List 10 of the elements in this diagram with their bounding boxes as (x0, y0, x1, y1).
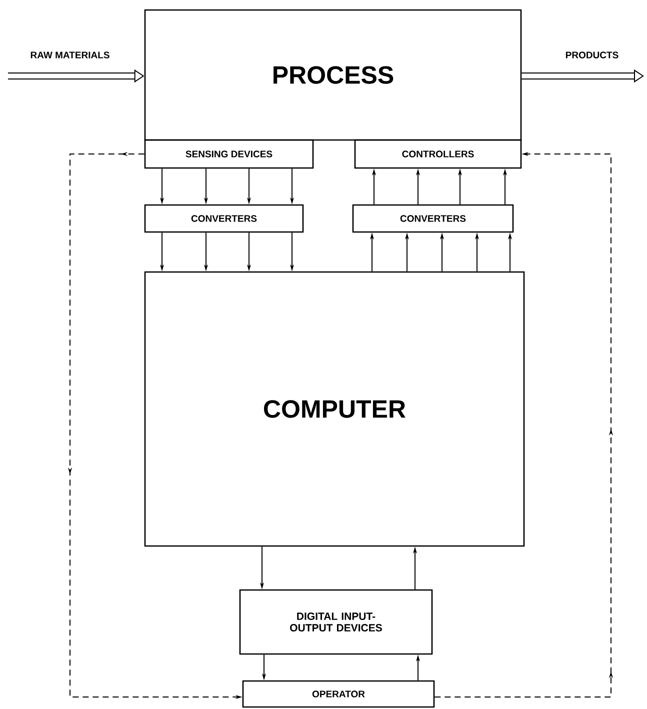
converter-box: CONVERTERS (144, 204, 304, 233)
operator-box: OPERATOR (242, 680, 435, 708)
io-devices-box: DIGITAL INPUT-OUTPUT DEVICES (239, 589, 433, 655)
sensing-box: SENSING DEVICES (144, 139, 314, 169)
edge-label: PRODUCTS (566, 52, 618, 58)
computer-box: COMPUTER (144, 271, 525, 547)
process-box: PROCESS (144, 9, 522, 141)
edge-label: RAW MATERIALS (30, 52, 110, 58)
controller-box: CONTROLLERS (354, 139, 522, 169)
converter-box: CONVERTERS (352, 204, 514, 233)
